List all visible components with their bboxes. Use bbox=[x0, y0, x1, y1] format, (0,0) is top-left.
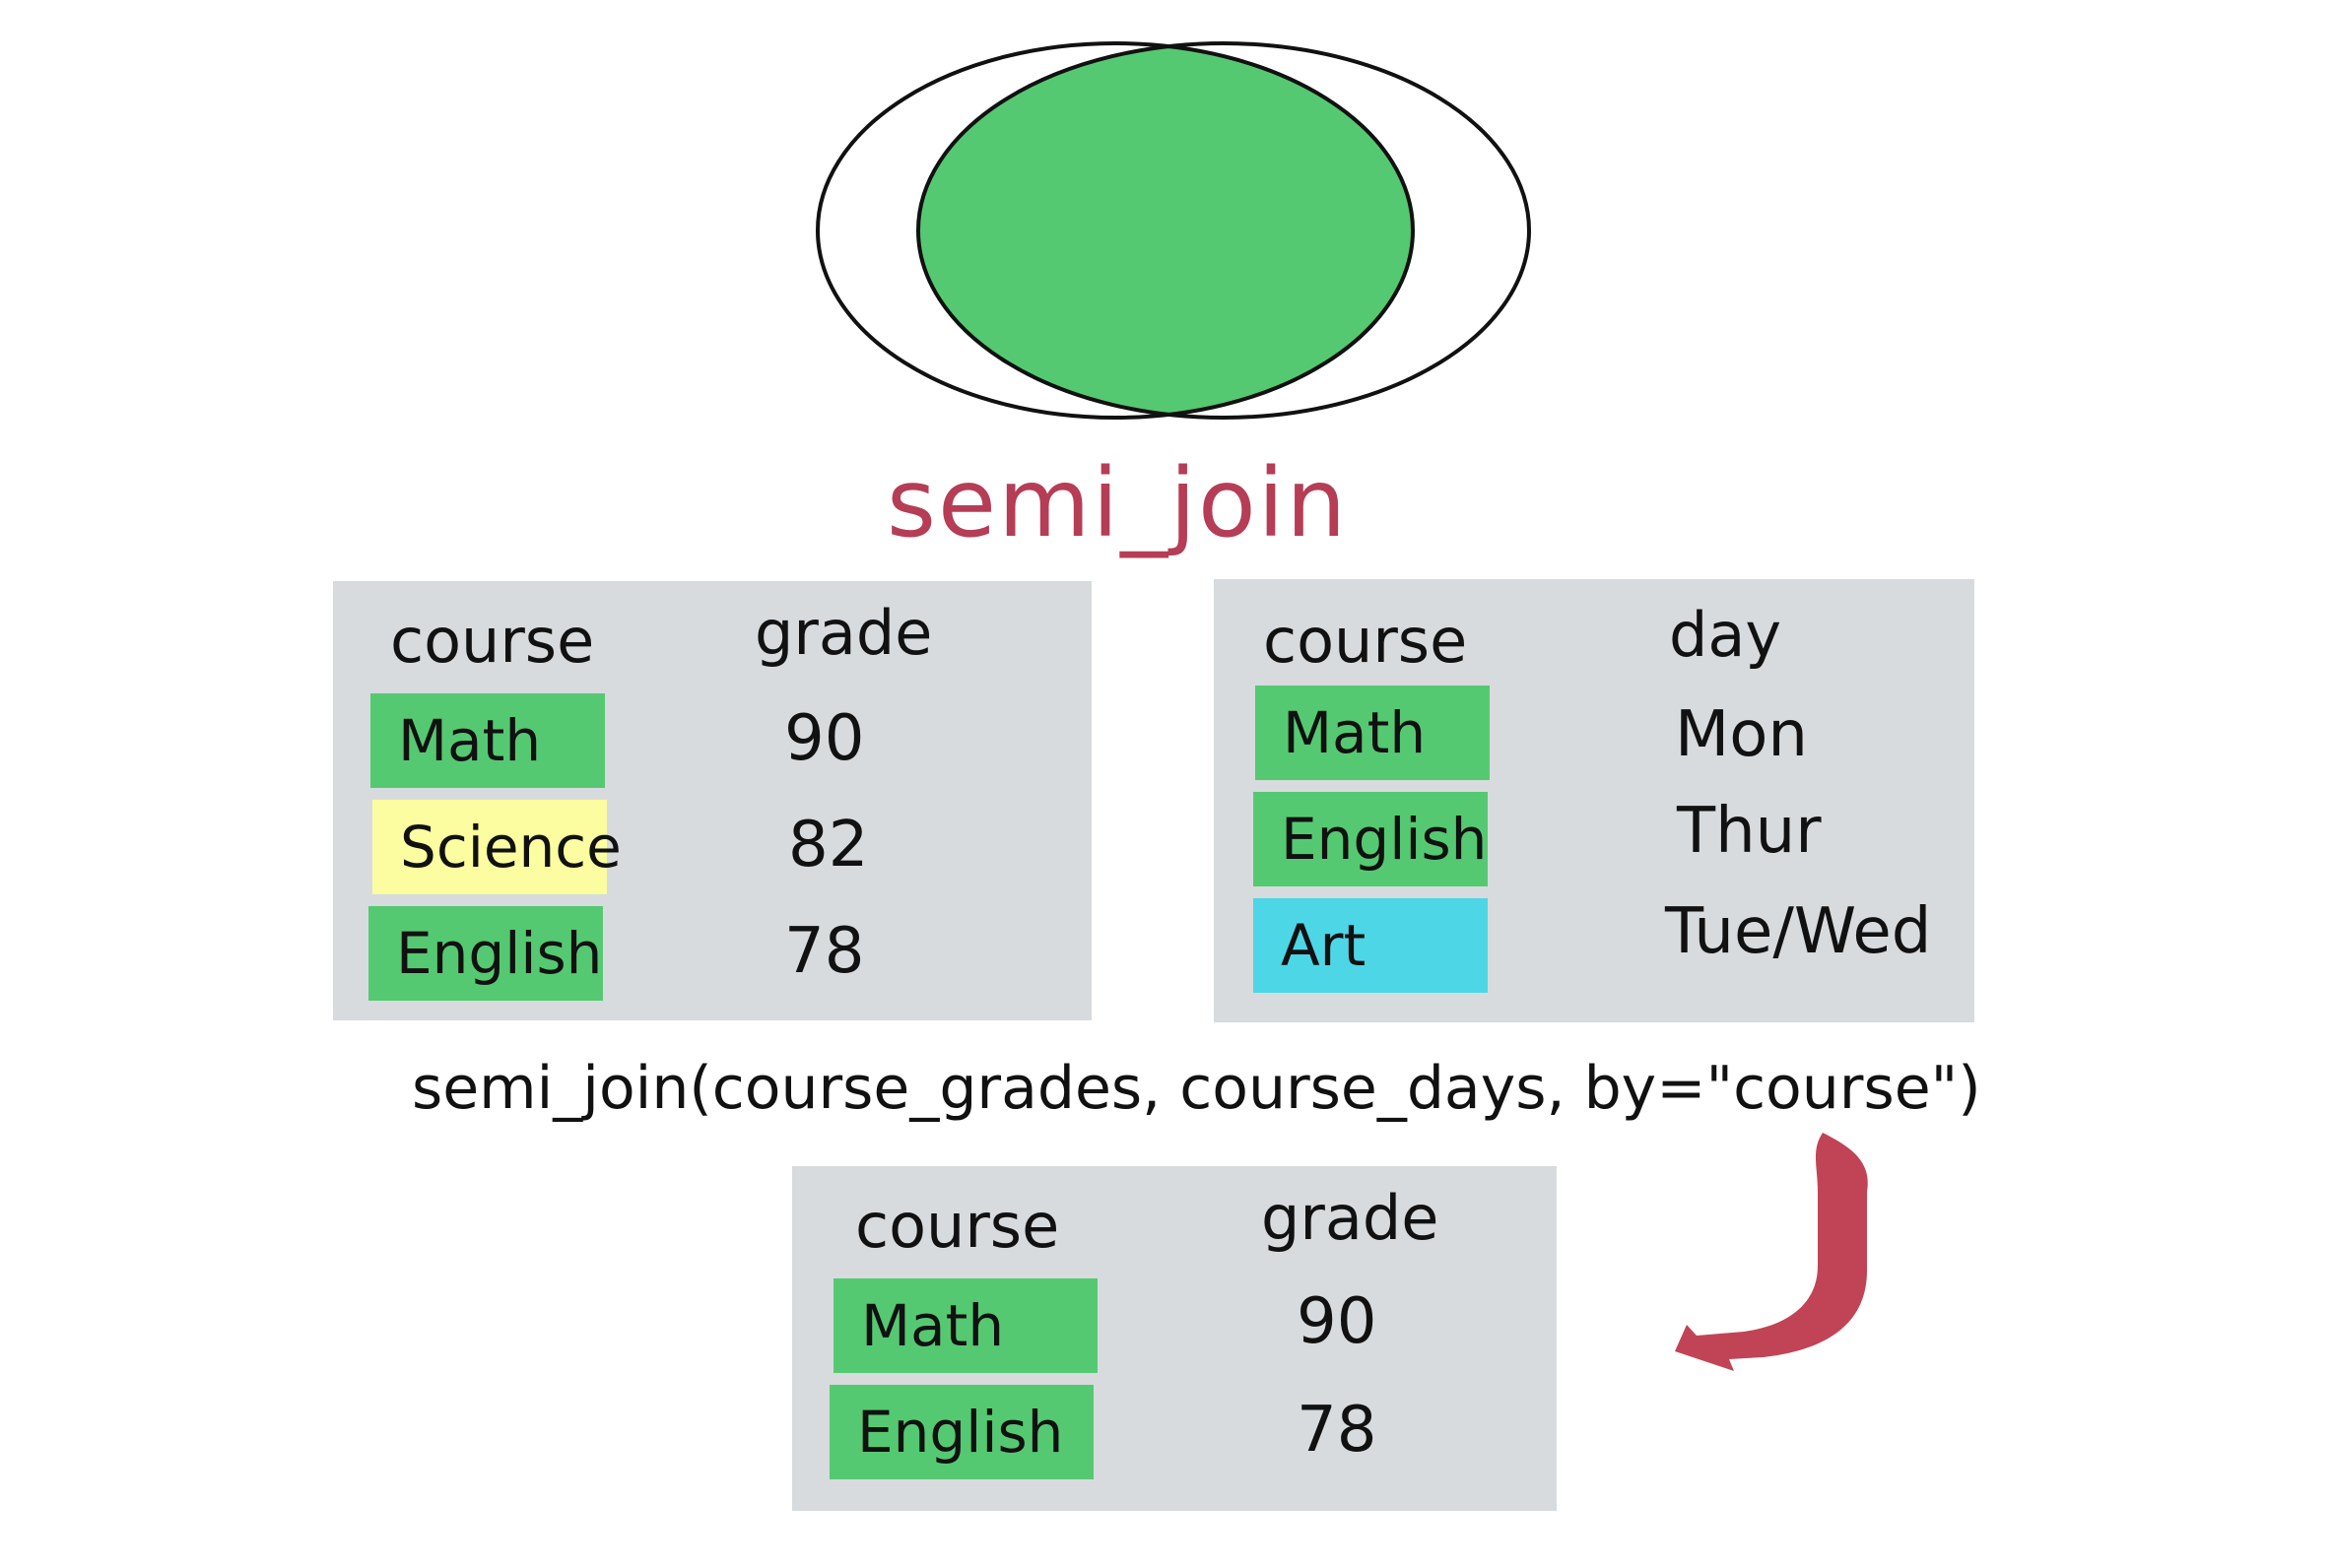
column-header-day: day bbox=[1669, 599, 1782, 671]
venn-left-circle bbox=[816, 41, 1415, 420]
column-header-course: course bbox=[855, 1190, 1060, 1262]
table-row-value: 90 bbox=[1297, 1285, 1377, 1358]
table-row-key: English bbox=[368, 906, 603, 1001]
course-days-table: course day Math Mon English Thur Art Tue… bbox=[1214, 579, 1974, 1022]
venn-diagram-icon bbox=[816, 41, 1531, 420]
page-title: semi_join bbox=[887, 448, 1349, 558]
table-row-value: Mon bbox=[1675, 698, 1808, 771]
column-header-grade: grade bbox=[1261, 1182, 1439, 1254]
column-header-course: course bbox=[1263, 605, 1468, 677]
table-row-key: Math bbox=[833, 1278, 1098, 1373]
column-header-grade: grade bbox=[755, 597, 933, 669]
venn-right-circle bbox=[916, 41, 1531, 420]
table-row-key: English bbox=[830, 1385, 1094, 1479]
code-expression: semi_join(course_grades, course_days, by… bbox=[412, 1054, 1981, 1123]
column-header-course: course bbox=[390, 605, 595, 677]
table-row-value: 78 bbox=[784, 915, 865, 988]
table-row-key: English bbox=[1253, 792, 1488, 886]
table-row-value: Thur bbox=[1677, 795, 1822, 868]
result-table: course grade Math 90 English 78 bbox=[792, 1166, 1557, 1511]
course-grades-table: course grade Math 90 Science 82 English … bbox=[333, 581, 1092, 1020]
table-row-key: Math bbox=[1255, 686, 1490, 780]
table-row-key: Math bbox=[370, 693, 605, 788]
table-row-value: 78 bbox=[1297, 1394, 1377, 1467]
table-row-value: Tue/Wed bbox=[1665, 895, 1932, 968]
table-row-value: 82 bbox=[788, 809, 869, 882]
table-row-key: Art bbox=[1253, 898, 1488, 993]
table-row-key: Science bbox=[372, 800, 622, 894]
table-row-value: 90 bbox=[784, 702, 865, 775]
